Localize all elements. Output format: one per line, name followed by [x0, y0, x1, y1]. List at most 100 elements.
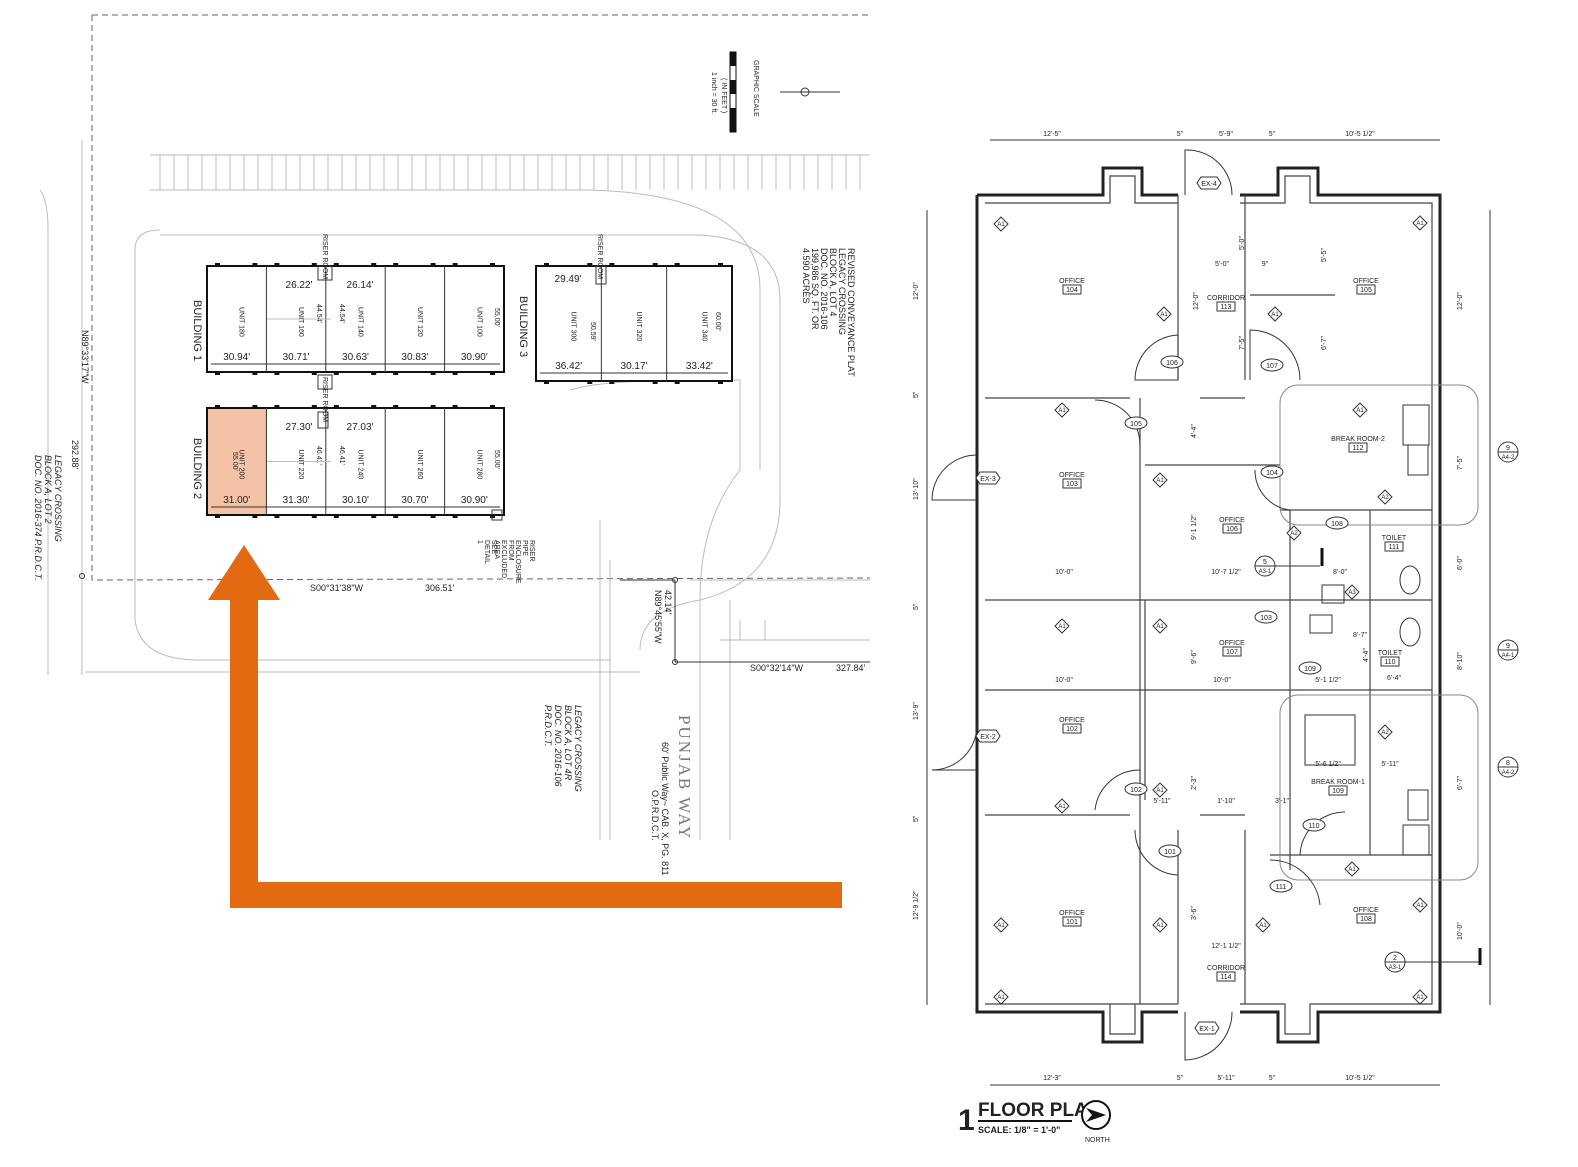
building-2-outline — [206, 407, 505, 516]
exit-tag — [1194, 1021, 1220, 1035]
window-tick — [490, 371, 495, 375]
window-tick — [311, 263, 317, 267]
scale-ratio: 1 inch = 30 ft. — [710, 72, 717, 114]
room-tag-box — [1062, 916, 1082, 927]
window-tick — [652, 380, 658, 384]
window-tick — [215, 263, 220, 267]
riser-room-box — [317, 411, 329, 429]
left-dimension: 5" — [913, 603, 920, 610]
bearing-road-2: S00°32'14"W — [750, 663, 804, 673]
room-name: OFFICE — [1059, 278, 1085, 285]
room-tag-box — [1356, 284, 1376, 295]
plat-line: 199,986 SQ. FT. OR — [810, 248, 820, 330]
window-type-tag — [1152, 618, 1168, 634]
interior-dimension: 5'-1 1/2" — [1315, 677, 1341, 684]
sink-fixture — [1407, 789, 1429, 821]
door-swing-110 — [1299, 811, 1346, 856]
room-name: OFFICE — [1059, 717, 1085, 724]
bearing-road: N89°45'55"W — [653, 590, 663, 644]
interior-dimension: 12'-0" — [1193, 292, 1200, 310]
riser-room-box — [317, 374, 333, 390]
window-tick — [544, 263, 549, 267]
window-tick — [371, 371, 377, 375]
unit-200-highlight — [207, 408, 267, 515]
room-name: TOILET — [1378, 650, 1403, 657]
inner-dim: 44.54' — [338, 304, 345, 323]
riser-room-box — [317, 265, 333, 281]
door-number: 101 — [1164, 849, 1176, 856]
window-type-label: A1 — [1058, 408, 1066, 414]
window-type-tag — [1412, 897, 1428, 913]
door-number: 111 — [1276, 884, 1287, 891]
window-type-tag — [1152, 472, 1168, 488]
riser-room-label: RISER ROOM — [321, 234, 328, 279]
room-number: 113 — [1220, 304, 1231, 311]
window-tick — [452, 514, 458, 518]
door-tag — [1260, 465, 1284, 479]
window-type-tag — [993, 917, 1009, 933]
window-tick — [371, 405, 377, 409]
window-tick — [430, 514, 436, 518]
bottom-dimension: 5'-11" — [1217, 1075, 1235, 1082]
interior-dimension: 1'-10" — [1217, 798, 1235, 805]
window-tick — [674, 263, 680, 267]
lavatory-fixture — [1309, 614, 1333, 634]
door-number: 107 — [1266, 363, 1278, 370]
window-type-label: A2 — [1290, 531, 1298, 537]
legacy-left-line: BLOCK A, LOT 2 — [43, 455, 53, 524]
top-dimension: 5'-9" — [1219, 131, 1233, 138]
arrow-shape — [208, 545, 842, 908]
unit-label: UNIT 160 — [297, 307, 304, 337]
window-tick — [587, 263, 593, 267]
unit-width-dim: 36.42' — [555, 361, 582, 372]
bottom-dimension: 10'-5 1/2" — [1345, 1075, 1375, 1082]
interior-dimension: 10'-0" — [1055, 569, 1073, 576]
section-sheet: A3-1 — [1259, 569, 1272, 575]
range-fixture — [1402, 824, 1430, 856]
riser-room-box — [595, 265, 607, 285]
plat-line: DOC. NO. 2016-106 — [819, 248, 829, 330]
door-number: 108 — [1331, 521, 1343, 528]
window-type-tag — [1344, 861, 1360, 877]
unit-label: UNIT 340 — [700, 312, 707, 342]
door-number: 110 — [1308, 823, 1319, 830]
riser-room-label: RISER ROOM — [321, 377, 328, 422]
riser-note-line: ENCLOSURE — [514, 540, 521, 584]
window-type-label: A1 — [1259, 923, 1267, 929]
unit-label: UNIT 180 — [238, 307, 245, 337]
door-swing-107 — [1249, 329, 1301, 381]
room-number: 110 — [1384, 659, 1395, 666]
window-tick — [587, 380, 593, 384]
exit-tag — [975, 471, 1001, 485]
room-name: TOILET — [1382, 535, 1407, 542]
window-tick — [252, 371, 258, 375]
room-name: BREAK ROOM-2 — [1331, 436, 1385, 443]
door-tag — [1298, 661, 1322, 675]
door-swing-105 — [1094, 399, 1141, 446]
door-tag — [1158, 844, 1182, 858]
right-dimension: 6'-0" — [1457, 556, 1464, 570]
room-tag-box — [1062, 478, 1082, 489]
riser-note-line: PIPE — [521, 540, 528, 556]
unit-label: UNIT 200 — [238, 450, 245, 480]
room-name: OFFICE — [1219, 517, 1245, 524]
top-dimension: 10'-5 1/2" — [1345, 131, 1375, 138]
plat-line: REVISED CONVEYANCE PLAT — [846, 248, 856, 377]
window-type-tag — [1152, 782, 1168, 798]
distance-left: 292.88' — [70, 440, 80, 470]
exit-label: EX-1 — [1199, 1026, 1215, 1033]
window-type-label: A1 — [997, 923, 1005, 929]
door-number: 104 — [1266, 470, 1278, 477]
window-type-tag — [1286, 525, 1302, 541]
riser-note-line: FROM — [507, 540, 514, 561]
window-type-tag — [1344, 584, 1360, 600]
plan-title: FLOOR PLAN — [978, 1100, 1102, 1121]
legacy-left-line: DOC. NO. 2016-374 P.R.D.C.T. — [33, 455, 43, 581]
bottom-dimension: 5" — [1177, 1075, 1184, 1082]
window-tick — [333, 514, 339, 518]
section-sheet: A4-2 — [1502, 455, 1515, 461]
interior-dimension: 5'-0" — [1239, 236, 1246, 250]
